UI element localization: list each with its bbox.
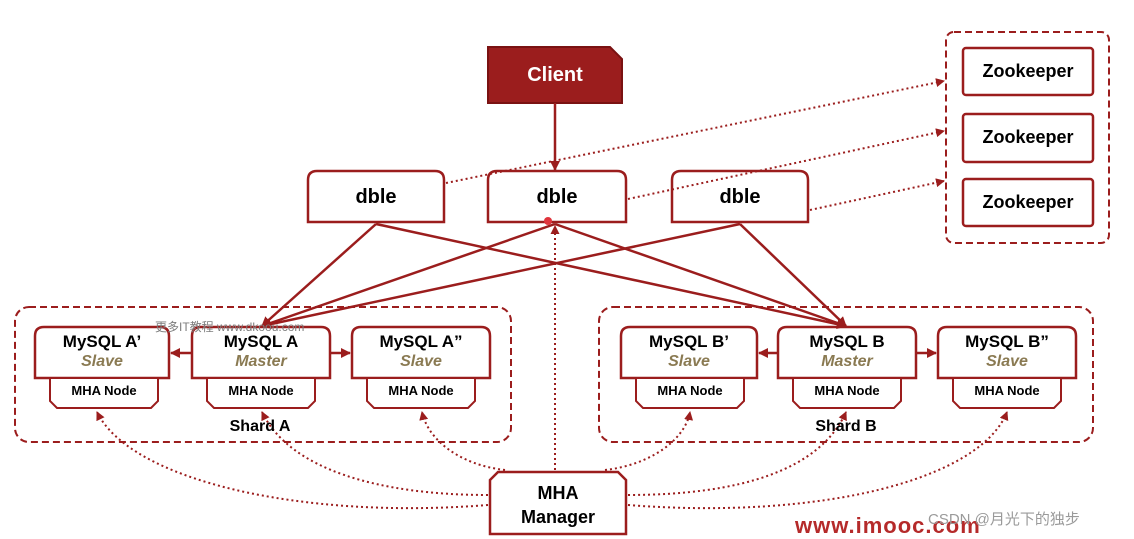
- mysql-a-dprime-name: MySQL A”: [379, 332, 463, 351]
- client-box: [487, 46, 623, 104]
- zookeeper-box-3: [961, 177, 1095, 228]
- mysql-b-box: [776, 325, 918, 380]
- mysql-b-prime-role: Slave: [668, 353, 710, 370]
- watermark-imooc: www.imooc.com: [795, 513, 981, 538]
- dble-label-1: dble: [355, 186, 397, 208]
- mysql-a-dprime-role: Slave: [400, 353, 442, 370]
- dble-label-3: dble: [719, 186, 761, 208]
- mha-node-box-a: [206, 377, 316, 409]
- zookeeper-label-1: Zookeeper: [982, 61, 1074, 81]
- mha-node-box-a-prime: [49, 377, 159, 409]
- shard-b-label: Shard B: [815, 418, 877, 435]
- mysql-a-dprime-mha: MHA Node: [388, 383, 454, 398]
- dble1-to-master-a: [261, 223, 377, 327]
- mysql-b-dprime-name: MySQL B”: [965, 332, 1049, 351]
- manager-to-mha-b-dprime: [627, 411, 1009, 510]
- mysql-a-prime-mha: MHA Node: [71, 383, 137, 398]
- mysql-a-prime-role: Slave: [81, 353, 123, 370]
- mha-node-box-a-dprime: [366, 377, 476, 409]
- shard-a-label: Shard A: [229, 418, 291, 435]
- dble-box-2: [486, 169, 628, 224]
- mha-node-box-b-dprime: [952, 377, 1062, 409]
- mysql-a-name: MySQL A: [223, 332, 299, 351]
- manager-to-mha-b-prime: [604, 411, 694, 471]
- manager-to-mha-b: [627, 411, 847, 496]
- mysql-b-mha: MHA Node: [814, 383, 880, 398]
- zookeeper-group: [945, 31, 1110, 244]
- dble-box-3: [670, 169, 810, 224]
- dble1-to-master-b: [375, 222, 847, 329]
- manager-to-mha-a-dprime: [419, 411, 506, 471]
- mysql-b-name: MySQL B: [809, 332, 885, 351]
- dble3-to-master-a: [261, 222, 741, 330]
- mysql-a-box: [190, 325, 332, 380]
- mysql-b-dprime-role: Slave: [986, 353, 1028, 370]
- mysql-b-dprime-box: [936, 325, 1078, 380]
- mha-manager-line2: Manager: [520, 507, 596, 527]
- mha-node-box-b: [792, 377, 902, 409]
- dble3-to-zookeeper-link: [809, 178, 945, 211]
- mha-node-box-b-prime: [635, 377, 745, 409]
- dble2-to-master-b: [554, 222, 847, 328]
- cursor-dot: [544, 217, 552, 225]
- mysql-a-dprime-box: [350, 325, 492, 380]
- watermark-top: 更多IT教程 www.dkoou.com: [155, 320, 305, 334]
- mysql-b-role: Master: [821, 353, 873, 370]
- mysql-a-mha: MHA Node: [228, 383, 294, 398]
- mysql-b-prime-box: [619, 325, 759, 380]
- mha-manager-line1: MHA: [537, 483, 579, 503]
- mha-manager-box: [488, 470, 628, 536]
- shard-a-group: [14, 306, 512, 443]
- zookeeper-label-3: Zookeeper: [982, 192, 1074, 212]
- dble3-to-master-b: [739, 223, 847, 327]
- mysql-b-dprime-mha: MHA Node: [974, 383, 1040, 398]
- mysql-a-prime-box: [33, 325, 171, 380]
- zookeeper-box-1: [961, 46, 1095, 97]
- zookeeper-box-2: [961, 112, 1095, 164]
- mysql-b-prime-name: MySQL B’: [649, 332, 729, 351]
- zookeeper-label-2: Zookeeper: [982, 127, 1074, 147]
- mysql-a-prime-name: MySQL A’: [62, 332, 142, 351]
- dble2-to-zookeeper-link: [627, 128, 945, 200]
- manager-to-mha-a: [261, 411, 489, 496]
- mysql-b-prime-mha: MHA Node: [657, 383, 723, 398]
- watermark-csdn: CSDN @月光下的独步: [928, 511, 1080, 528]
- client-label: Client: [527, 64, 583, 86]
- dble2-to-master-a: [261, 222, 556, 328]
- dble-box-1: [306, 169, 446, 224]
- dble-label-2: dble: [536, 186, 578, 208]
- shard-b-group: [598, 306, 1094, 443]
- mysql-a-role: Master: [235, 353, 287, 370]
